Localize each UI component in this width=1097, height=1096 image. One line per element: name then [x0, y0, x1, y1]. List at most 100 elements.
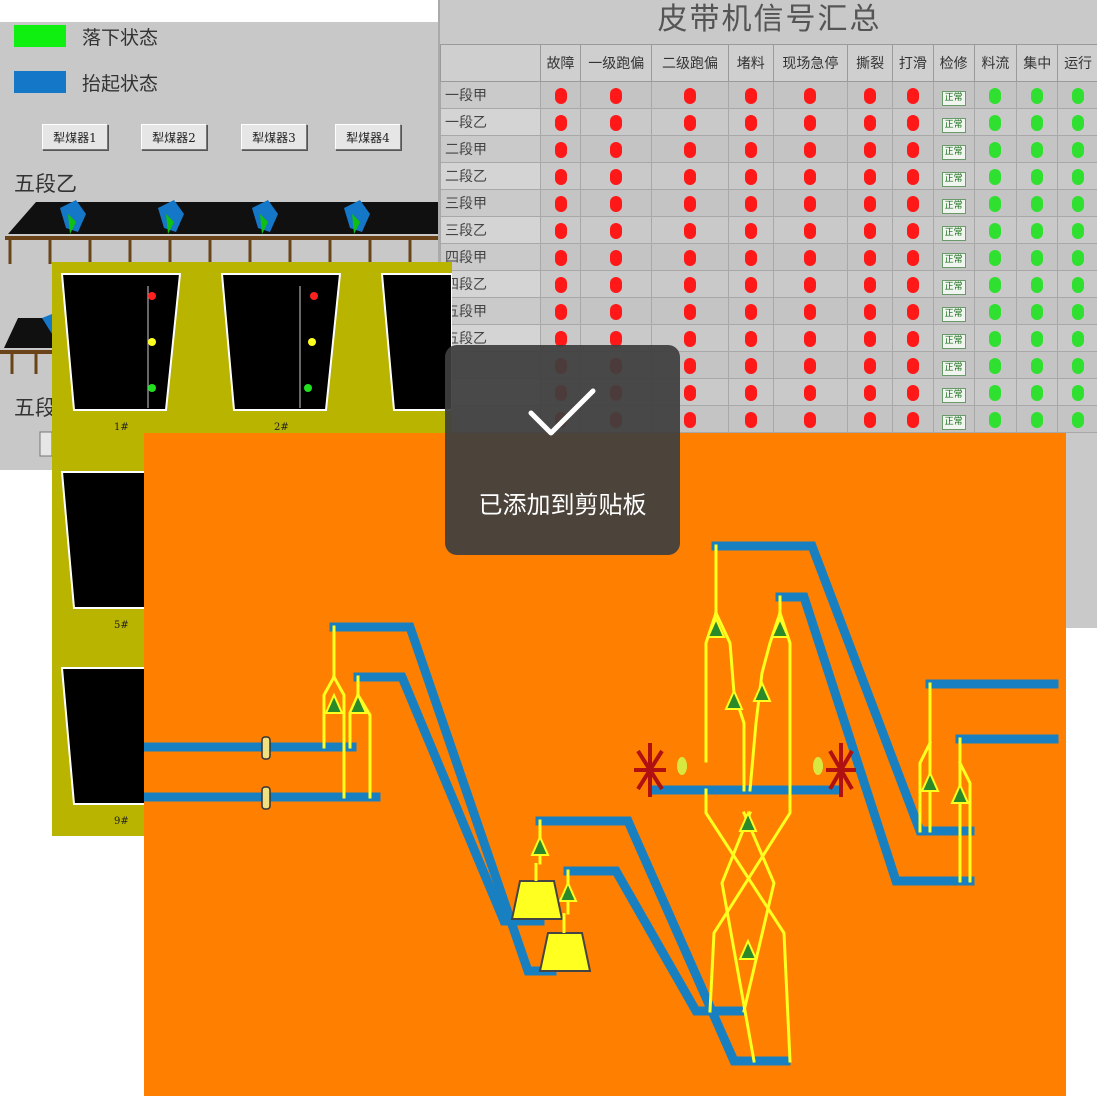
sampler-station[interactable]	[261, 786, 271, 810]
red-status-lamp	[804, 115, 817, 131]
signal-cell: 正常	[932, 324, 975, 352]
diverter-valve[interactable]	[950, 782, 970, 804]
toast-message: 已添加到剪贴板	[478, 491, 647, 519]
red-status-lamp	[684, 277, 697, 293]
signal-cell	[651, 243, 729, 271]
plough-icon[interactable]	[252, 200, 278, 234]
red-status-lamp	[864, 358, 877, 374]
signal-cell	[973, 405, 1018, 433]
signal-cell	[847, 270, 893, 298]
plough-1-button[interactable]: 犁煤器1	[42, 124, 108, 150]
table-header-row: 故障 一级跑偏 二级跑偏 堵料 现场急停 撕裂 打滑 检修 料流 集中 运行	[440, 44, 1097, 82]
plough-icon[interactable]	[158, 200, 184, 234]
hopper-bin	[220, 273, 342, 411]
level-high-indicator	[148, 292, 156, 300]
diverter-valve[interactable]	[530, 834, 550, 856]
diverter-valve[interactable]	[706, 616, 726, 638]
maintenance-tag: 正常	[941, 360, 966, 376]
signal-cell	[973, 162, 1018, 190]
diverter-valve[interactable]	[324, 692, 344, 714]
red-status-lamp	[864, 331, 877, 347]
red-status-lamp	[864, 277, 877, 293]
level-mid-indicator	[308, 338, 316, 346]
table-row: 三段乙正常	[440, 216, 1097, 244]
red-status-lamp	[864, 304, 877, 320]
signal-cell	[973, 216, 1018, 244]
diverter-valve[interactable]	[920, 770, 940, 792]
signal-cell	[580, 270, 653, 298]
signal-cell	[973, 351, 1018, 379]
red-status-lamp	[864, 142, 877, 158]
diverter-valve[interactable]	[558, 880, 578, 902]
signal-cell	[580, 135, 653, 163]
red-status-lamp	[554, 277, 567, 293]
green-status-lamp	[1072, 277, 1085, 293]
red-status-lamp	[554, 142, 567, 158]
column-header: 检修	[932, 44, 975, 82]
signal-cell	[973, 324, 1018, 352]
copied-toast: 已添加到剪贴板	[445, 345, 680, 555]
plough-3-button[interactable]: 犁煤器3	[241, 124, 307, 150]
signal-cell	[1016, 378, 1059, 406]
signal-cell	[1016, 405, 1059, 433]
metal-detector-icon	[813, 757, 823, 775]
plough-4-button[interactable]: 犁煤器4	[335, 124, 401, 150]
signal-cell	[539, 81, 582, 109]
crusher-unit[interactable]	[510, 863, 564, 920]
plough-2-button[interactable]: 犁煤器2	[141, 124, 207, 150]
signal-cell	[539, 243, 582, 271]
red-status-lamp	[610, 115, 623, 131]
signal-cell	[651, 108, 729, 136]
green-status-lamp	[989, 169, 1002, 185]
diverter-valve[interactable]	[348, 692, 368, 714]
signal-cell	[772, 297, 849, 325]
crusher-unit[interactable]	[538, 913, 592, 972]
signal-cell	[973, 243, 1018, 271]
signal-cell	[539, 216, 582, 244]
magnetic-separator-icon[interactable]	[826, 743, 856, 797]
red-status-lamp	[684, 142, 697, 158]
red-status-lamp	[744, 250, 757, 266]
column-header: 打滑	[891, 44, 934, 82]
signal-cell: 正常	[932, 243, 975, 271]
red-status-lamp	[804, 304, 817, 320]
column-header: 故障	[539, 44, 582, 82]
green-status-lamp	[989, 196, 1002, 212]
green-status-lamp	[1031, 169, 1044, 185]
signal-cell	[727, 351, 774, 379]
red-status-lamp	[610, 331, 623, 347]
table-row: 三段甲正常	[440, 189, 1097, 217]
signal-cell	[539, 297, 582, 325]
plough-icon[interactable]	[60, 200, 86, 234]
red-status-lamp	[906, 115, 919, 131]
signal-cell	[772, 378, 849, 406]
signal-cell: 正常	[932, 81, 975, 109]
hopper-bin	[380, 273, 452, 411]
signal-cell	[847, 378, 893, 406]
signal-cell	[891, 351, 934, 379]
conveyor-belts	[144, 541, 1059, 1066]
diverter-valve[interactable]	[770, 616, 790, 638]
red-status-lamp	[804, 277, 817, 293]
hopper-label: 9#	[114, 816, 129, 827]
plough-icon[interactable]	[344, 200, 370, 234]
signal-cell	[1057, 243, 1097, 271]
diverter-valve[interactable]	[752, 680, 772, 702]
sampler-station[interactable]	[261, 736, 271, 760]
signal-cell	[1057, 81, 1097, 109]
magnetic-separator-icon[interactable]	[634, 743, 666, 797]
green-status-lamp	[1072, 331, 1085, 347]
green-status-lamp	[1072, 412, 1085, 428]
hopper-bin	[60, 273, 182, 411]
red-status-lamp	[610, 142, 623, 158]
signal-cell	[772, 270, 849, 298]
diverter-valve[interactable]	[724, 688, 744, 710]
diverter-valve[interactable]	[738, 810, 758, 832]
signal-cell	[1057, 351, 1097, 379]
red-status-lamp	[744, 223, 757, 239]
red-status-lamp	[744, 412, 757, 428]
diverter-valve[interactable]	[738, 938, 758, 960]
red-status-lamp	[744, 169, 757, 185]
red-status-lamp	[610, 277, 623, 293]
signal-cell	[727, 243, 774, 271]
